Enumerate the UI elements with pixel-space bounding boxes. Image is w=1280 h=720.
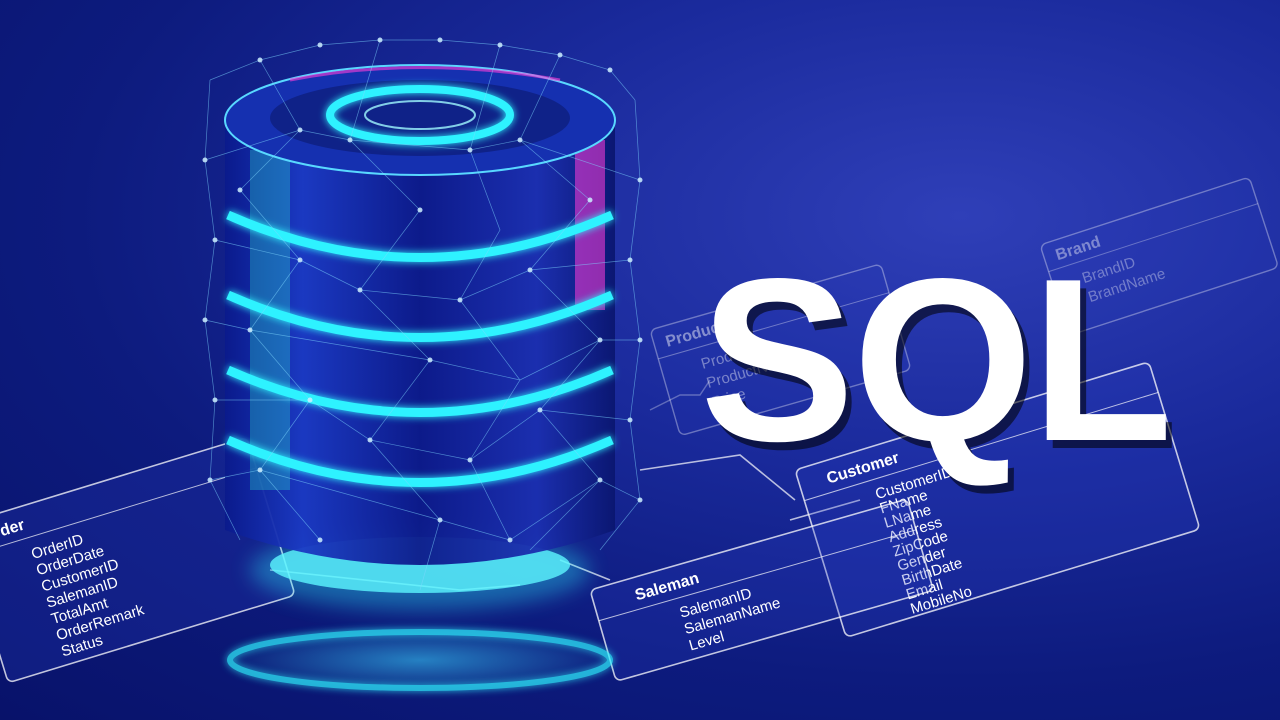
saleman-table: Saleman SalemanID SalemanName Level [590, 499, 933, 681]
product-table: Product ProductID ProductName Price [650, 264, 911, 436]
order-table: Order OrderID OrderDate CustomerID Salem… [0, 437, 295, 683]
customer-table: Customer CustomerID FName LName Address … [795, 362, 1200, 637]
headline-sql: SQL [700, 231, 1173, 490]
brand-table: Brand BrandID BrandName [1040, 177, 1278, 335]
relation-line [639, 454, 796, 501]
relation-line [649, 379, 711, 411]
relation-line [789, 499, 861, 521]
database-icon [202, 37, 643, 695]
